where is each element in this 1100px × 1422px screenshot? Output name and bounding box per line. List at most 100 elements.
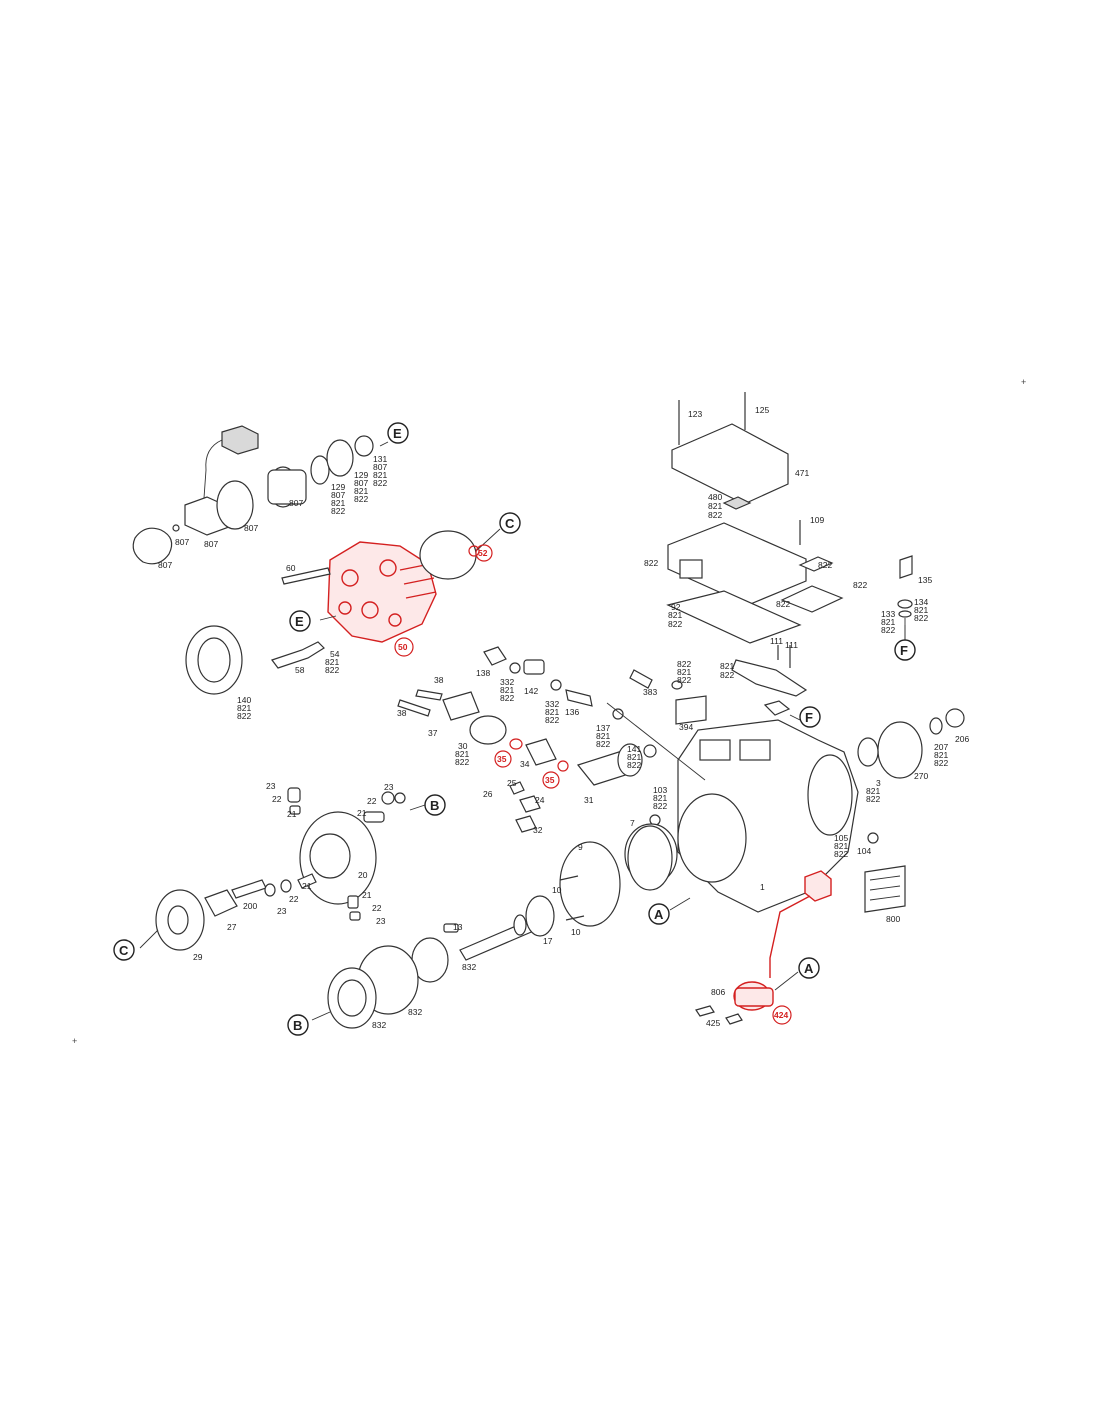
corner-mark-bottom-left: + — [72, 1036, 77, 1046]
label: 23 — [384, 782, 394, 792]
label: 821 — [354, 486, 368, 496]
label: 822 — [720, 670, 734, 680]
actuator-highlighted — [695, 870, 832, 1025]
label: 10 — [552, 885, 562, 895]
label: 135 — [918, 575, 932, 585]
label: 821 — [708, 501, 722, 511]
label: 807 — [158, 560, 172, 570]
ref-b-bottom: B — [287, 1014, 309, 1036]
label: 822 — [914, 613, 928, 623]
label: 125 — [755, 405, 769, 415]
svg-text:E: E — [295, 614, 304, 629]
svg-text:B: B — [293, 1018, 302, 1033]
label: 22 — [289, 894, 299, 904]
svg-text:C: C — [505, 516, 515, 531]
label: 109 — [810, 515, 824, 525]
label: 822 — [373, 478, 387, 488]
label: 332 — [500, 677, 514, 687]
label: 822 — [596, 739, 610, 749]
ref-f-right: F — [894, 639, 916, 661]
label: 807 — [331, 490, 345, 500]
label: 21 — [287, 809, 297, 819]
label: 821 — [866, 786, 880, 796]
svg-text:B: B — [430, 798, 439, 813]
label: 54 — [330, 649, 340, 659]
label: 807 — [204, 539, 218, 549]
label: 821 — [331, 498, 345, 508]
ref-e-mid: E — [289, 610, 311, 632]
label-highlighted: 424 — [774, 1010, 788, 1020]
label: 822 — [934, 758, 948, 768]
label: 141 — [627, 744, 641, 754]
label: 21 — [357, 808, 367, 818]
label: 129 — [331, 482, 345, 492]
label: 821 — [325, 657, 339, 667]
label: 23 — [277, 906, 287, 916]
label: 822 — [668, 619, 682, 629]
label: 10 — [571, 927, 581, 937]
label: 21 — [362, 890, 372, 900]
svg-text:A: A — [654, 907, 664, 922]
leader-lines — [139, 441, 906, 1021]
label: 807 — [373, 462, 387, 472]
label: 7 — [630, 818, 635, 828]
label-highlighted: 35 — [497, 754, 507, 764]
label: 105 — [834, 833, 848, 843]
corner-mark-top-right: + — [1021, 377, 1026, 387]
label: 26 — [483, 789, 493, 799]
label: 13 — [453, 922, 463, 932]
label: 270 — [914, 771, 928, 781]
label-highlighted: 50 — [398, 642, 408, 652]
label: 133 — [881, 609, 895, 619]
label: 31 — [584, 795, 594, 805]
svg-text:C: C — [119, 943, 129, 958]
label: 806 — [711, 987, 725, 997]
label: 206 — [955, 734, 969, 744]
label: 123 — [688, 409, 702, 419]
label: 821 — [720, 661, 734, 671]
label: 142 — [524, 686, 538, 696]
label: 822 — [708, 510, 722, 520]
label: 27 — [227, 922, 237, 932]
label: 822 — [653, 801, 667, 811]
label: 822 — [455, 757, 469, 767]
label: 807 — [175, 537, 189, 547]
label: 822 — [644, 558, 658, 568]
label: 9 — [578, 842, 583, 852]
label: 200 — [243, 901, 257, 911]
label: 800 — [886, 914, 900, 924]
label: 832 — [462, 962, 476, 972]
label: 20 — [358, 870, 368, 880]
label: 822 — [237, 711, 251, 721]
label: 140 — [237, 695, 251, 705]
label: 131 — [373, 454, 387, 464]
label: 34 — [520, 759, 530, 769]
label: 137 — [596, 723, 610, 733]
label: 480 — [708, 492, 722, 502]
drive-shaft-assembly — [327, 825, 673, 1029]
label: 821 — [668, 610, 682, 620]
label: 822 — [853, 580, 867, 590]
ref-a-mid: A — [648, 903, 670, 925]
label: 30 — [458, 741, 468, 751]
control-unit-assembly — [666, 392, 913, 716]
label: 38 — [434, 675, 444, 685]
label: 471 — [795, 468, 809, 478]
label: 25 — [507, 778, 517, 788]
label: 134 — [914, 597, 928, 607]
label: 111 — [785, 640, 798, 650]
ref-c-bottom: C — [113, 939, 135, 961]
label: 136 — [565, 707, 579, 717]
label: 822 — [331, 506, 345, 516]
label-highlighted: 35 — [545, 775, 555, 785]
label: 22 — [367, 796, 377, 806]
svg-text:F: F — [900, 643, 908, 658]
pump-housing — [624, 708, 965, 913]
label: 822 — [834, 849, 848, 859]
label: 821 — [237, 703, 251, 713]
label: 3 — [876, 778, 881, 788]
label: 111 — [770, 636, 783, 646]
label: 832 — [372, 1020, 386, 1030]
label: 821 — [596, 731, 610, 741]
